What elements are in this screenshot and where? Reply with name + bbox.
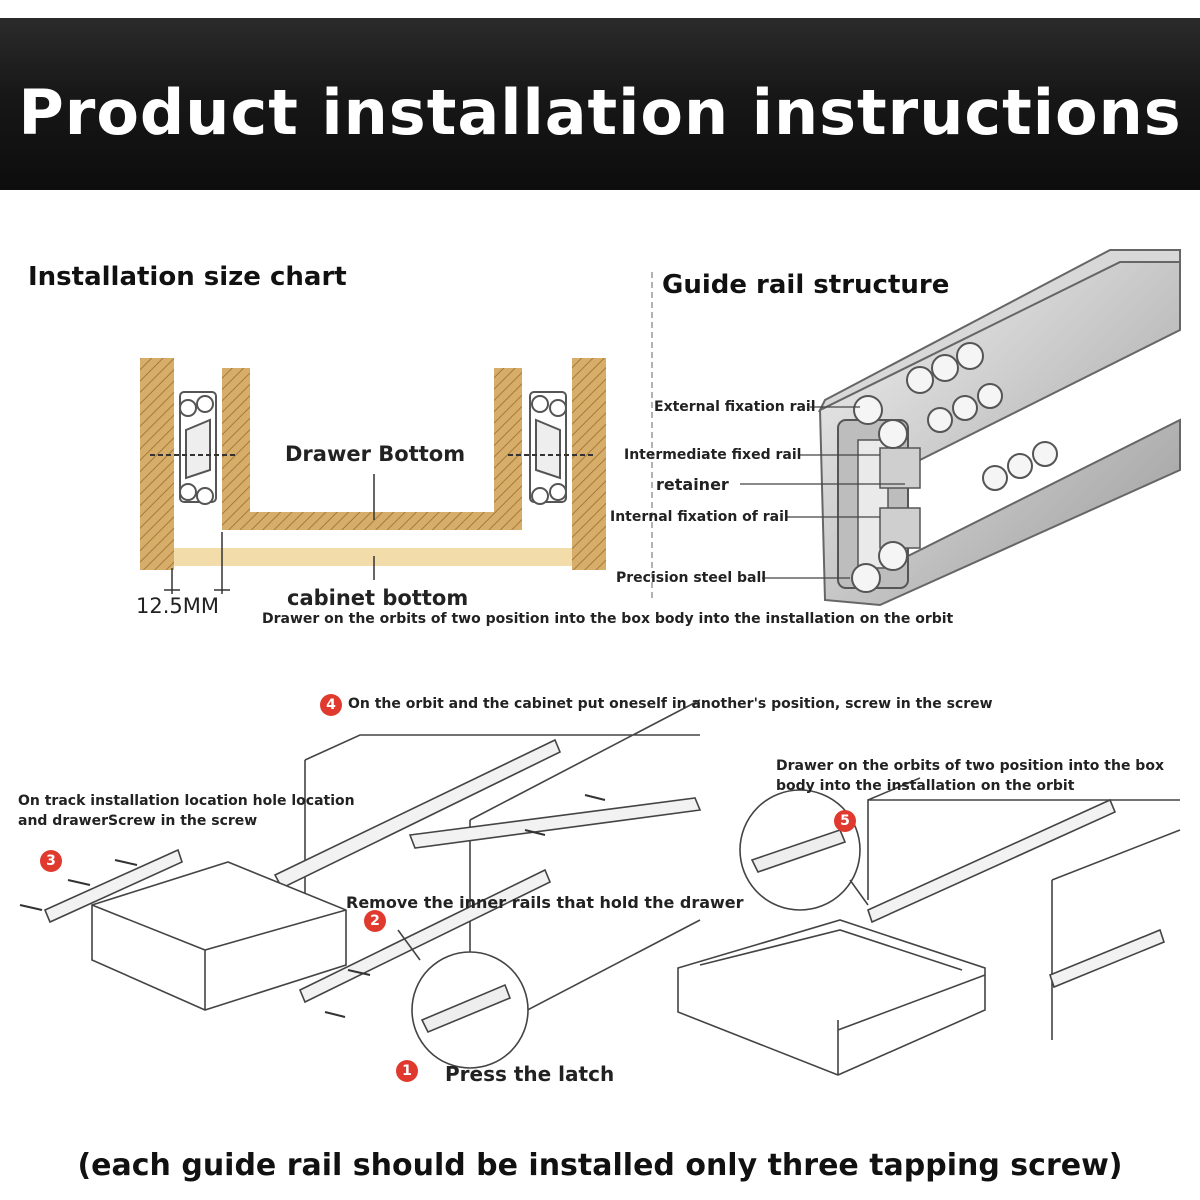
step-4-badge: 4 (320, 694, 342, 716)
cabinet-bottom-label: cabinet bottom (287, 586, 469, 610)
page-title: Product installation instructions (18, 76, 1182, 149)
step-2-badge: 2 (364, 910, 386, 932)
right-rail-assembly (508, 391, 596, 505)
size-chart-drawing (140, 358, 606, 594)
gap-dimension-label: 12.5MM (136, 594, 219, 618)
step-4-text: On the orbit and the cabinet put oneself… (348, 696, 993, 712)
steel-balls (851, 342, 1058, 593)
step-3-badge: 3 (40, 850, 62, 872)
size-chart-caption: Drawer on the orbits of two position int… (262, 611, 954, 627)
left-rail-assembly (150, 391, 238, 505)
cabinet-bottom-board (174, 548, 572, 566)
step-3-text-line1: On track installation location hole loca… (18, 793, 355, 809)
drawer-bottom-label: Drawer Bottom (285, 442, 466, 466)
guide-rail-drawing (740, 249, 1181, 607)
structure-title: Guide rail structure (662, 270, 950, 300)
drawer-bottom (222, 512, 522, 530)
retainer-label: retainer (656, 475, 729, 494)
step-2-text: Remove the inner rails that hold the dra… (346, 893, 744, 912)
external-fixation-rail-label: External fixation rail (654, 399, 816, 415)
step-1-badge: 1 (396, 1060, 418, 1082)
drawer-right-side (494, 368, 522, 530)
step-1-text: Press the latch (445, 1062, 615, 1086)
drawer-left-side (222, 368, 250, 530)
internal-fixation-rail-label: Internal fixation of rail (610, 509, 789, 525)
installation-steps-drawing (19, 699, 1181, 1076)
step-5-text-line2: body into the installation on the orbit (776, 778, 1075, 794)
footer-note: (each guide rail should be installed onl… (77, 1148, 1123, 1183)
header-banner: Product installation instructions (0, 18, 1200, 190)
step-3-text-line2: and drawerScrew in the screw (18, 813, 258, 829)
size-chart-title: Installation size chart (28, 262, 347, 292)
intermediate-fixed-rail-label: Intermediate fixed rail (624, 447, 802, 463)
cabinet-left-wall (140, 358, 174, 570)
step-5-text-line1: Drawer on the orbits of two position int… (776, 758, 1164, 774)
cabinet-right-wall (572, 358, 606, 570)
precision-steel-ball-label: Precision steel ball (616, 570, 767, 586)
step-5-badge: 5 (834, 810, 856, 832)
